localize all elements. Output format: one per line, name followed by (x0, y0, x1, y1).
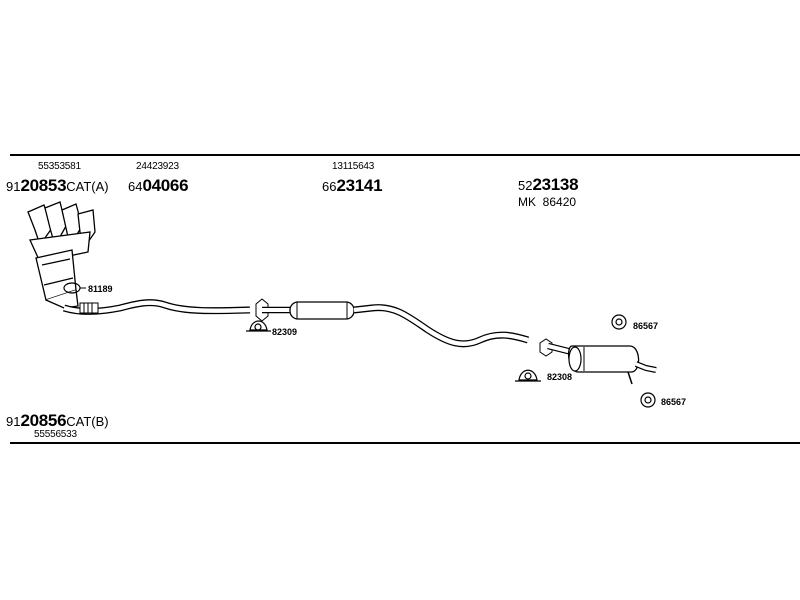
rear-silencer-prefix: 52 (518, 178, 533, 193)
rear-joint-clip (539, 338, 553, 357)
flex-joint (79, 302, 99, 314)
rear-silencer-number: 23138 (532, 175, 579, 194)
front-joint-clip (255, 298, 269, 322)
front-pipe-prefix: 64 (128, 179, 143, 194)
mounting-kit-number: 86420 (542, 195, 577, 209)
front-pipe-oe-number: 24423923 (136, 161, 179, 172)
rear-clamp-tag: 82308 (547, 372, 573, 382)
middle-silencer-prefix: 66 (322, 179, 337, 194)
gasket-ring (63, 282, 86, 294)
rear-silencer-part-number: 5223138 (518, 175, 579, 194)
front-pipe-number: 04066 (142, 176, 189, 195)
rubber-mount-upper-tag: 86567 (633, 321, 659, 331)
front-pipe-part-number: 6404066 (128, 176, 189, 195)
catalyst-b-part-number: 9120856CAT(B) (6, 412, 109, 429)
manifold-suffix: CAT(A) (66, 179, 109, 194)
manifold-oe-number: 55353581 (38, 161, 81, 172)
catalyst-b-suffix: CAT(B) (66, 414, 109, 429)
manifold-number: 20853 (20, 176, 67, 195)
manifold-prefix: 91 (6, 179, 21, 194)
catalyst-b-number: 20856 (20, 411, 67, 430)
intermediate-pipe (353, 304, 530, 348)
rubber-mount-upper (611, 314, 627, 330)
mounting-kit-code: MK (518, 195, 536, 209)
rear-clamp (515, 369, 541, 382)
front-clamp (246, 320, 271, 332)
manifold-part-number: 9120853CAT(A) (6, 177, 109, 194)
rear-silencer (547, 342, 657, 385)
catalyst-b-prefix: 91 (6, 414, 21, 429)
catalyst-b-oe-number: 55556533 (34, 429, 77, 440)
gasket-tag: 81189 (88, 284, 113, 294)
middle-silencer-oe-number: 13115643 (332, 161, 375, 172)
front-clamp-tag: 82309 (272, 327, 298, 337)
mounting-kit-label: MK 86420 (518, 196, 576, 208)
middle-silencer (262, 301, 355, 320)
middle-silencer-number: 23141 (336, 176, 383, 195)
catalyst-a (35, 249, 79, 309)
rubber-mount-lower (640, 392, 656, 408)
exhaust-manifold (27, 201, 96, 263)
middle-silencer-part-number: 6623141 (322, 176, 383, 195)
rubber-mount-lower-tag: 86567 (661, 397, 687, 407)
